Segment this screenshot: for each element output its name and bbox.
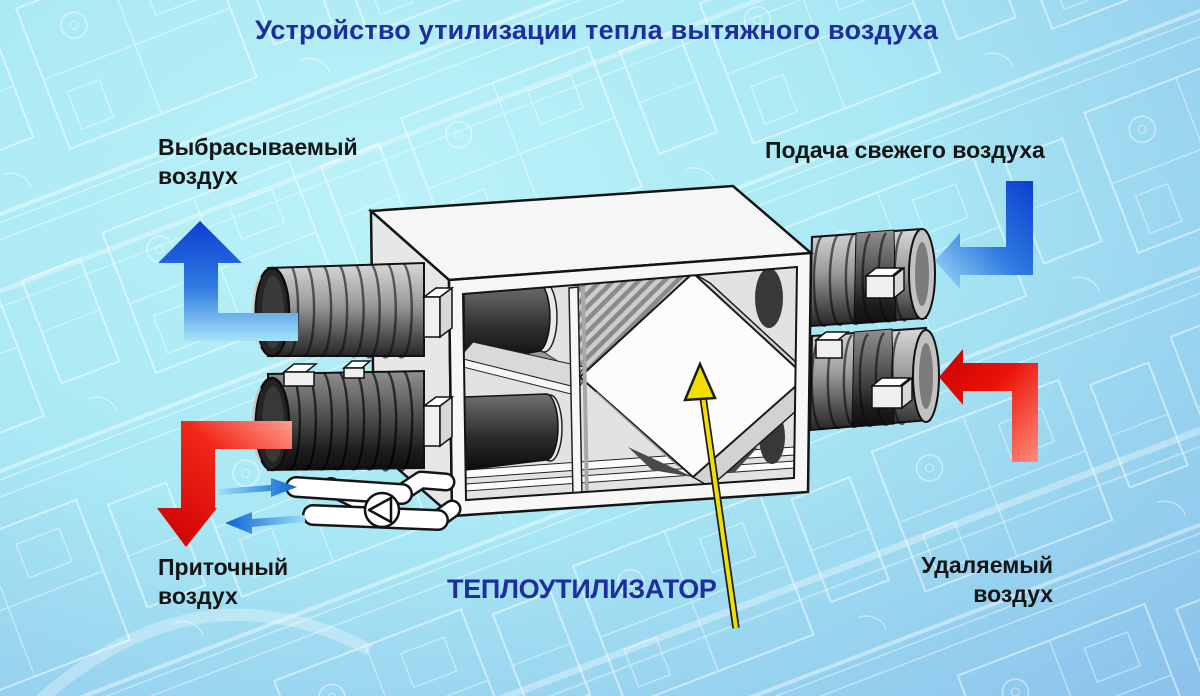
- water-pipes: [285, 470, 462, 531]
- duct-clamp: [342, 360, 372, 379]
- duct-clamp: [421, 395, 455, 448]
- fresh-air-arrow: [935, 181, 1033, 289]
- exhaust-duct-top-left: [252, 261, 455, 359]
- label-fresh-air-supply: Подача свежего воздуха: [765, 137, 1045, 163]
- exhaust-air-arrow: [158, 221, 298, 341]
- supply-duct-bottom-left: [252, 360, 455, 472]
- title-line-1: Устройство утилизации тепла: [255, 15, 663, 45]
- removed-air-arrow: [939, 349, 1038, 462]
- duct-clamp: [813, 331, 851, 359]
- duct-clamp: [421, 286, 455, 339]
- title-line-2: вытяжного воздуха: [670, 15, 939, 45]
- duct-clamp: [281, 363, 319, 387]
- label-exhaust-air: Выбрасываемый воздух: [158, 134, 358, 189]
- box-interior: [463, 267, 797, 500]
- label-supply-air: Приточный воздух: [158, 554, 289, 609]
- label-heat-recuperator: ТЕПЛОУТИЛИЗАТОР: [447, 574, 717, 604]
- duct-clamp: [863, 266, 905, 300]
- duct-clamp: [869, 376, 913, 410]
- water-flow-arrow-out: [225, 512, 305, 534]
- removed-air-duct-bottom-right: [808, 326, 940, 432]
- pointer-arrow: [683, 360, 740, 629]
- fan-cylinder-bottom: [463, 393, 563, 471]
- interior-divider: [568, 286, 589, 499]
- supply-air-arrow: [157, 421, 292, 547]
- unit-box: [367, 184, 815, 519]
- water-flow-arrow-in: [219, 478, 297, 497]
- diagram-title: Устройство утилизации тепла вытяжного во…: [255, 12, 938, 48]
- fresh-air-duct-top-right: [808, 227, 936, 328]
- inner-duct-opening-top: [755, 268, 783, 328]
- pump-icon: [363, 491, 401, 529]
- label-removed-air: Удаляемый воздух: [921, 552, 1053, 607]
